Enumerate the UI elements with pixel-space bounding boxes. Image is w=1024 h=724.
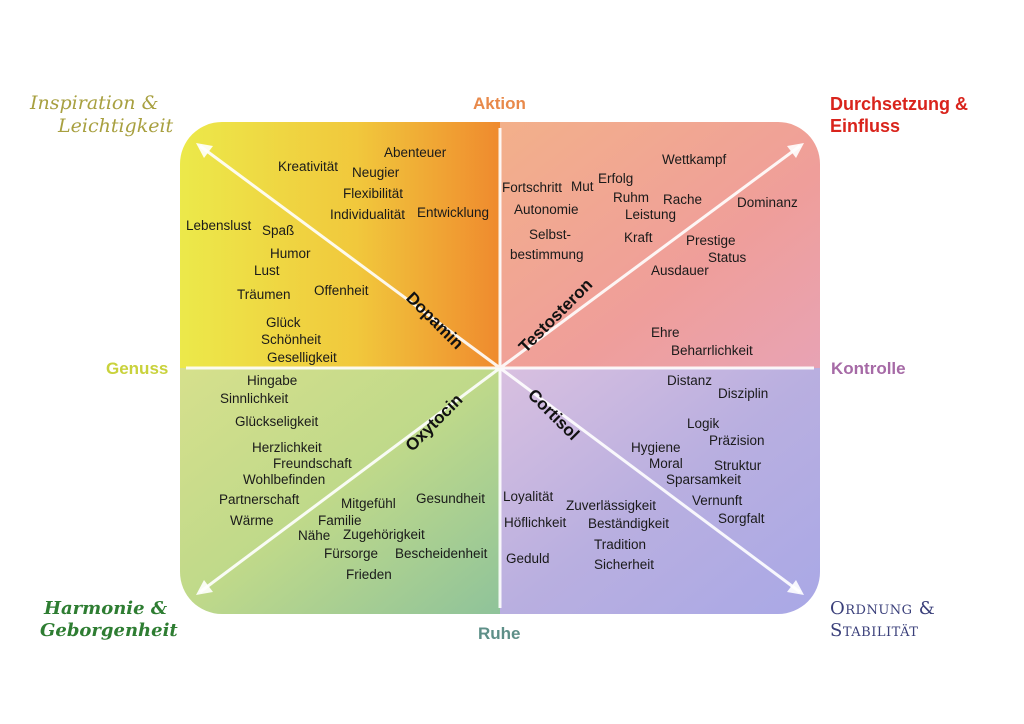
word-beharrlichkeit: Beharrlichkeit (671, 343, 753, 358)
word-entwicklung: Entwicklung (417, 205, 490, 220)
word-individualitaet: Individualität (330, 207, 406, 222)
corner-inspiration: Inspiration & Leichtigkeit (30, 92, 173, 138)
word-struktur: Struktur (714, 458, 762, 473)
axis-lines (186, 128, 814, 608)
word-sinnlichkeit: Sinnlichkeit (220, 391, 289, 406)
word-disziplin: Disziplin (718, 386, 769, 401)
word-traeumen: Träumen (237, 287, 291, 302)
arrowhead-icon (196, 143, 213, 158)
word-distanz: Distanz (667, 373, 713, 388)
corner-durchsetzung: Durchsetzung & Einfluss (830, 94, 968, 137)
word-logik: Logik (687, 416, 720, 431)
word-prestige: Prestige (686, 233, 736, 248)
word-schoenheit: Schönheit (261, 332, 322, 347)
word-autonomie: Autonomie (514, 202, 579, 217)
corner-line: Geborgenheit (40, 619, 178, 641)
word-gesundheit: Gesundheit (416, 491, 486, 506)
word-kreativitaet: Kreativität (278, 159, 339, 174)
word-status: Status (708, 250, 747, 265)
axis-label-genuss: Genuss (106, 359, 169, 378)
word-hygiene: Hygiene (631, 440, 681, 455)
word-neugier: Neugier (352, 165, 400, 180)
word-zugehoerigkeit: Zugehörigkeit (343, 527, 425, 542)
axis-label-kontrolle: Kontrolle (831, 359, 906, 378)
word-wettkampf: Wettkampf (662, 152, 727, 167)
word-tradition: Tradition (594, 537, 647, 552)
corner-line: Einfluss (830, 115, 901, 136)
word-offenheit: Offenheit (314, 283, 369, 298)
word-bestaendigkeit: Beständigkeit (588, 516, 670, 531)
word-sorgfalt: Sorgfalt (718, 511, 765, 526)
word-sicherheit: Sicherheit (594, 557, 655, 572)
word-moral: Moral (649, 456, 683, 471)
word-bestimmung: bestimmung (510, 247, 584, 262)
word-geduld: Geduld (506, 551, 550, 566)
corner-line: Durchsetzung & (830, 94, 969, 114)
word-praezision: Präzision (709, 433, 765, 448)
word-ehre: Ehre (651, 325, 680, 340)
word-ausdauer: Ausdauer (651, 263, 709, 278)
word-loyalitaet: Loyalität (503, 489, 554, 504)
word-flexibilitaet: Flexibilität (343, 186, 404, 201)
word-frieden: Frieden (346, 567, 392, 582)
corner-line: Inspiration & (30, 92, 159, 114)
word-lebenslust: Lebenslust (186, 218, 252, 233)
word-glueck: Glück (266, 315, 301, 330)
word-leistung: Leistung (625, 207, 677, 222)
word-hoeflichkeit: Höflichkeit (504, 515, 567, 530)
word-zuverlaessigkeit: Zuverlässigkeit (566, 498, 657, 513)
word-bescheidenheit: Bescheidenheit (395, 546, 488, 561)
word-naehe: Nähe (298, 528, 331, 543)
corner-line: Stabilität (830, 619, 919, 641)
word-abenteuer: Abenteuer (384, 145, 447, 160)
word-humor: Humor (270, 246, 311, 261)
quadrant-field (180, 122, 820, 614)
word-selbst: Selbst- (529, 227, 572, 242)
corner-line: Harmonie & (44, 598, 168, 619)
word-fortschritt: Fortschritt (502, 180, 563, 195)
axis-label-aktion: Aktion (473, 94, 526, 113)
word-geselligkeit: Geselligkeit (267, 350, 337, 365)
corner-harmonie: Harmonie & Geborgenheit (40, 598, 178, 641)
arrowhead-icon (787, 143, 804, 158)
word-glueckseligkeit: Glückseligkeit (235, 414, 319, 429)
word-vernunft: Vernunft (692, 493, 743, 508)
axis-label-ruhe: Ruhe (478, 624, 521, 643)
word-waerme: Wärme (230, 513, 274, 528)
arrowhead-icon (196, 580, 213, 595)
corner-ordnung: Ordnung & Stabilität (830, 598, 935, 641)
word-sparsamkeit: Sparsamkeit (666, 472, 742, 487)
word-kraft: Kraft (624, 230, 653, 245)
word-herzlichkeit: Herzlichkeit (252, 440, 322, 455)
corner-line: Ordnung & (830, 598, 936, 619)
corner-line: Leichtigkeit (58, 114, 174, 137)
word-freundschaft: Freundschaft (273, 456, 352, 471)
axis-arrowheads (196, 143, 804, 595)
word-ruhm: Ruhm (613, 190, 650, 205)
word-mitgefuehl: Mitgefühl (341, 496, 396, 511)
word-erfolg: Erfolg (598, 171, 634, 186)
word-spass: Spaß (262, 223, 295, 238)
word-hingabe: Hingabe (247, 373, 298, 388)
word-wohlbefinden: Wohlbefinden (243, 472, 326, 487)
word-rache: Rache (663, 192, 703, 207)
word-lust: Lust (254, 263, 280, 278)
word-mut: Mut (571, 179, 594, 194)
arrowhead-icon (787, 580, 804, 595)
word-dominanz: Dominanz (737, 195, 798, 210)
word-fuersorge: Fürsorge (324, 546, 379, 561)
word-familie: Familie (318, 513, 362, 528)
word-partnerschaft: Partnerschaft (219, 492, 300, 507)
